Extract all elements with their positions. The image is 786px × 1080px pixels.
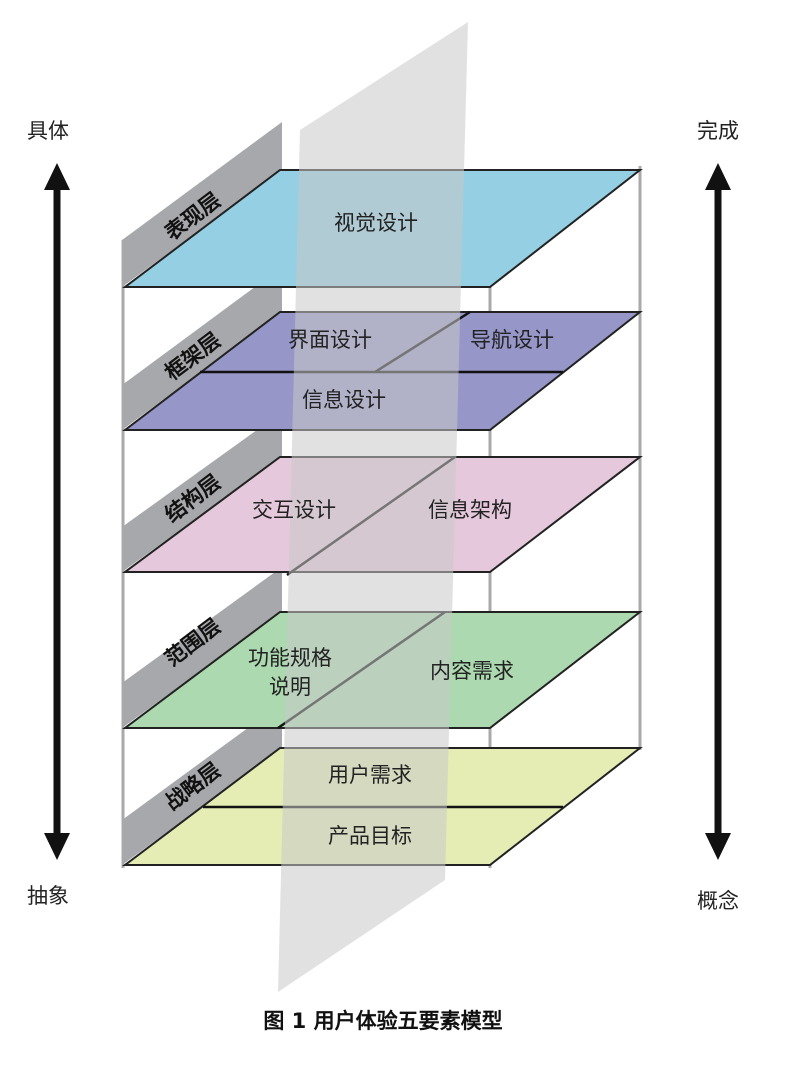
- band-strategy: [122, 703, 282, 865]
- cell-functional-spec: 功能规格: [248, 646, 332, 670]
- cell-information-design: 信息设计: [302, 388, 386, 412]
- cell-functional-spec-2: 说明: [269, 675, 311, 699]
- band-surface: [122, 122, 282, 287]
- cell-interface-design: 界面设计: [288, 328, 372, 352]
- translucent-plane: [278, 22, 468, 992]
- label-concrete: 具体: [27, 119, 69, 143]
- cell-interaction-design: 交互设计: [252, 498, 336, 522]
- label-abstract: 抽象: [27, 884, 69, 908]
- cell-user-needs: 用户需求: [328, 763, 412, 787]
- band-structure: [122, 412, 282, 572]
- cell-product-objectives: 产品目标: [328, 824, 412, 848]
- label-completion: 完成: [697, 119, 739, 143]
- layer-bands: [122, 122, 282, 865]
- band-skeleton: [122, 267, 282, 430]
- cell-navigation-design: 导航设计: [470, 328, 554, 352]
- cell-visual-design: 视觉设计: [334, 211, 418, 235]
- cell-information-architecture: 信息架构: [428, 498, 512, 522]
- left-double-arrow: [44, 163, 70, 860]
- figure-caption: 图 1 用户体验五要素模型: [263, 1009, 502, 1033]
- right-double-arrow: [705, 163, 731, 860]
- cell-content-requirements: 内容需求: [430, 659, 514, 683]
- band-scope: [122, 567, 282, 728]
- label-conception: 概念: [697, 889, 739, 913]
